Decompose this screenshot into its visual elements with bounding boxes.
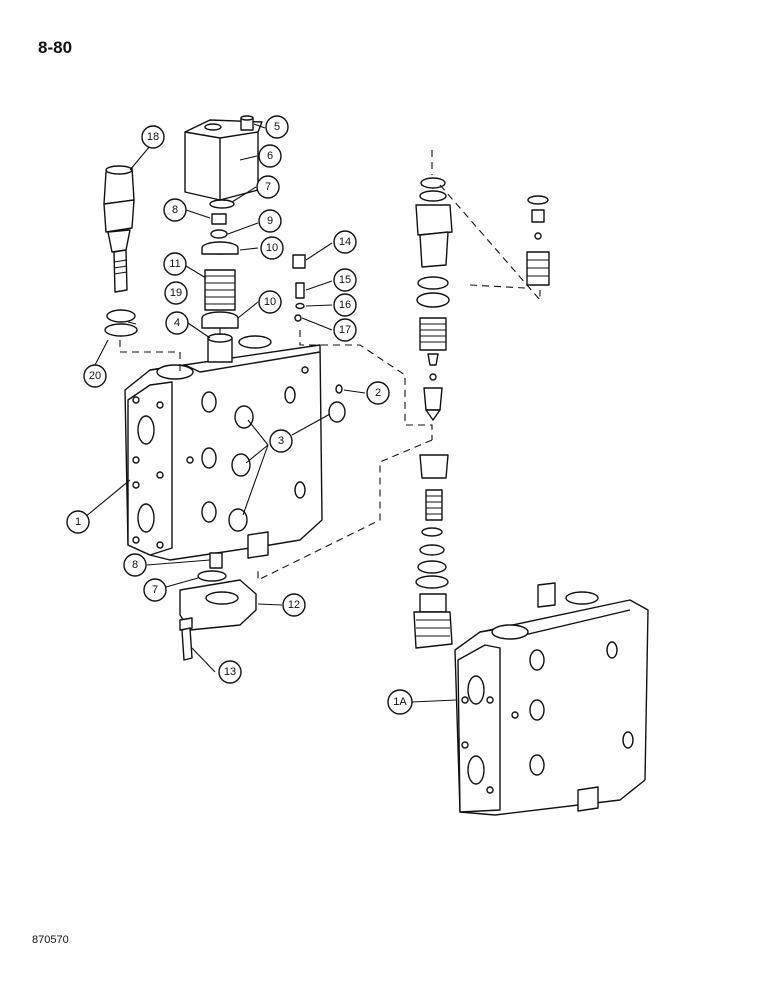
callout-19: 19 bbox=[164, 281, 188, 305]
assembly-lines bbox=[119, 150, 541, 581]
callout-15: 15 bbox=[333, 268, 357, 292]
o-ring-2 bbox=[335, 384, 343, 394]
valve-section-body bbox=[124, 335, 323, 561]
callout-6: 6 bbox=[258, 144, 282, 168]
callout-7-upper: 7 bbox=[256, 175, 280, 199]
svg-text:5: 5 bbox=[274, 121, 280, 133]
svg-text:15: 15 bbox=[339, 274, 351, 286]
callout-1: 1 bbox=[66, 510, 90, 534]
svg-text:7: 7 bbox=[265, 181, 271, 193]
svg-text:2: 2 bbox=[375, 387, 381, 399]
callout-14: 14 bbox=[333, 230, 357, 254]
check-valve-cartridge-stack bbox=[413, 177, 453, 649]
callout-10-upper: 10 bbox=[260, 236, 284, 260]
relief-valve-cartridge bbox=[103, 165, 135, 293]
svg-text:13: 13 bbox=[224, 666, 236, 678]
svg-text:12: 12 bbox=[288, 599, 300, 611]
svg-text:6: 6 bbox=[267, 150, 273, 162]
detail-cartridge bbox=[526, 195, 550, 286]
o-ring-20 bbox=[104, 323, 138, 337]
callout-8-lower: 8 bbox=[123, 553, 147, 577]
end-cover bbox=[179, 579, 257, 631]
o-ring-7-lower bbox=[197, 570, 227, 582]
cap-screw-13 bbox=[179, 617, 193, 661]
svg-text:20: 20 bbox=[89, 370, 101, 382]
callout-17: 17 bbox=[333, 318, 357, 342]
svg-text:9: 9 bbox=[267, 215, 273, 227]
svg-text:7: 7 bbox=[152, 584, 158, 596]
callout-1a: 1A bbox=[387, 689, 413, 715]
page-number: 8-80 bbox=[38, 38, 73, 57]
callout-11: 11 bbox=[163, 252, 187, 276]
svg-text:18: 18 bbox=[147, 131, 159, 143]
spool-stack bbox=[201, 213, 239, 363]
solenoid-coil bbox=[184, 119, 263, 209]
callout-20: 20 bbox=[83, 364, 107, 388]
plug-parts-14-17 bbox=[292, 254, 306, 322]
callout-12: 12 bbox=[282, 593, 306, 617]
svg-text:8: 8 bbox=[172, 204, 178, 216]
svg-text:1: 1 bbox=[75, 516, 81, 528]
svg-text:14: 14 bbox=[339, 236, 351, 248]
callout-4: 4 bbox=[165, 311, 189, 335]
callout-9: 9 bbox=[258, 209, 282, 233]
callout-16: 16 bbox=[333, 293, 357, 317]
backup-ring-19 bbox=[106, 309, 136, 323]
callout-2: 2 bbox=[366, 381, 390, 405]
figure-number: 870570 bbox=[32, 934, 69, 946]
callout-8-upper: 8 bbox=[163, 198, 187, 222]
socket-head-screw-5 bbox=[240, 115, 254, 131]
callout-7-lower: 7 bbox=[143, 578, 167, 602]
svg-text:4: 4 bbox=[174, 317, 180, 329]
plug-8-lower bbox=[209, 552, 223, 569]
callout-5: 5 bbox=[265, 115, 289, 139]
svg-text:1A: 1A bbox=[393, 696, 407, 708]
valve-section-body-1a bbox=[454, 582, 649, 816]
svg-text:11: 11 bbox=[169, 258, 180, 270]
callout-13: 13 bbox=[218, 660, 242, 684]
o-rings-3 bbox=[228, 401, 346, 532]
svg-text:10: 10 bbox=[264, 296, 276, 308]
callout-10-lower: 10 bbox=[258, 290, 282, 314]
svg-text:8: 8 bbox=[132, 559, 138, 571]
callout-18: 18 bbox=[141, 125, 165, 149]
svg-text:16: 16 bbox=[339, 299, 351, 311]
svg-text:3: 3 bbox=[278, 435, 284, 447]
svg-text:17: 17 bbox=[339, 324, 351, 336]
svg-text:10: 10 bbox=[266, 242, 278, 254]
callout-3: 3 bbox=[269, 429, 293, 453]
svg-text:19: 19 bbox=[170, 287, 182, 299]
